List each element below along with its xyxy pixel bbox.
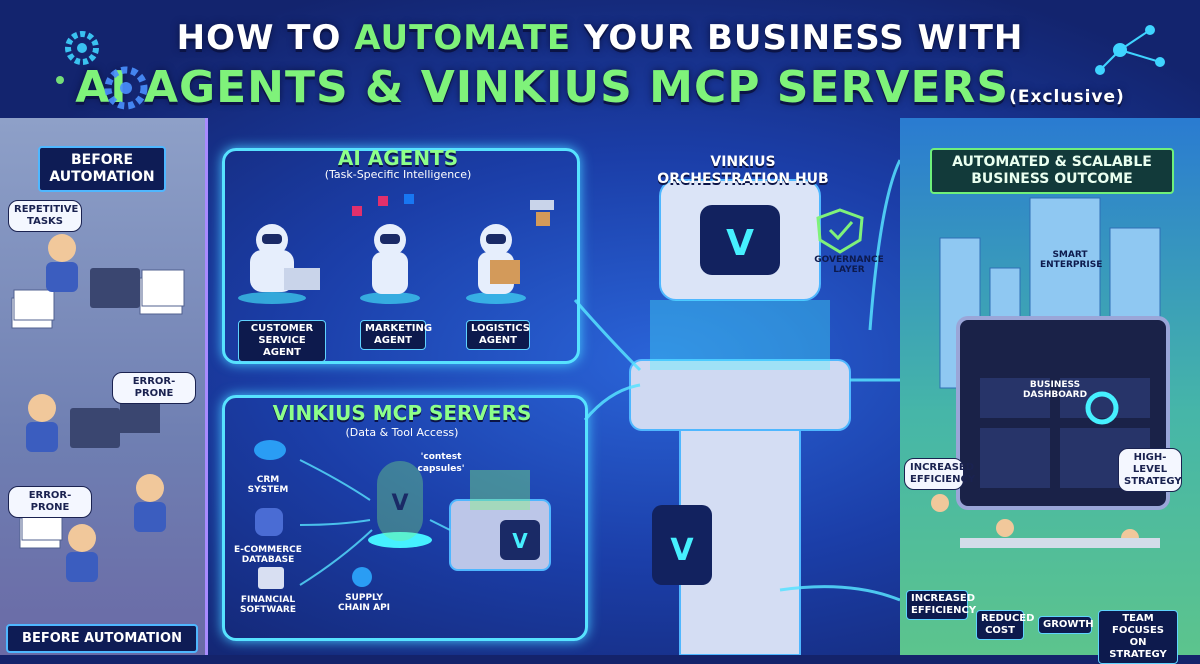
agent-label-customer-service: CUSTOMER SERVICE AGENT [238,320,326,362]
badge-increased-efficiency: INCREASED EFFICIENCY [906,590,976,620]
source-ecommerce: E-COMMERCE DATABASE [234,545,302,565]
financial-icon [258,567,284,589]
marketing-robot [352,194,420,304]
source-crm: CRM SYSTEM [247,475,289,495]
mcp-servers-subtitle: (Data & Tool Access) [345,426,459,439]
crm-cloud-icon [254,440,286,460]
svg-text:V: V [512,529,528,553]
note-high-level-strategy: HIGH-LEVEL STRATEGY [1118,448,1182,492]
capsule-icon: V [368,461,432,548]
data-flow-lines [299,459,451,586]
ai-agents-subtitle: (Task-Specific Intelligence) [324,168,472,181]
business-dashboard-label: BUSINESS DASHBOARD [1022,380,1088,400]
server-block-icon: V [449,470,551,571]
note-error-prone-2: ERROR-PRONE [8,486,92,518]
title-line-2: AI AGENTS & VINKIUS MCP SERVERS(Exclusiv… [0,62,1200,113]
logistics-robot [466,200,554,304]
outcome-header: AUTOMATED & SCALABLE BUSINESS OUTCOME [930,148,1174,194]
title-exclusive: (Exclusive) [1009,87,1125,107]
title-line-1: HOW TO AUTOMATE YOUR BUSINESS WITH [0,18,1200,58]
city-and-dashboard-illustration [931,197,1170,548]
badge-team-focuses-on-strategy: TEAM FOCUSES ON STRATEGY [1098,610,1178,664]
database-icon [255,508,283,536]
customer-service-robot [238,224,320,304]
note-error-prone-1: ERROR-PRONE [112,372,196,404]
hub-title: VINKIUS ORCHESTRATION HUB [657,154,829,187]
title-ai-agents: AI AGENTS & VINKIUS MCP SERVERS [75,62,1010,113]
ai-agents-frame [222,148,580,364]
before-automation-header: BEFORE AUTOMATION [38,146,166,192]
smart-enterprise-label: SMART ENTERPRISE [1040,250,1103,270]
title-word-how-to: HOW TO [176,18,342,58]
gear-icon [56,31,148,110]
badge-reduced-cost: REDUCED COST [976,610,1034,640]
hub-flow-arrows [573,159,902,602]
mcp-servers-title: VINKIUS MCP SERVERS [272,401,532,425]
source-financial: FINANCIAL SOFTWARE [240,595,296,615]
badge-growth: GROWTH [1038,616,1094,634]
title-word-automate: AUTOMATE [354,18,572,58]
mcp-servers-frame [222,395,588,641]
svg-text:V: V [670,533,694,568]
before-automation-footer: BEFORE AUTOMATION [6,624,198,653]
svg-text:V: V [726,223,754,264]
svg-text:V: V [391,491,408,516]
agent-label-logistics: LOGISTICS AGENT [466,320,530,350]
agent-label-marketing: MARKETING AGENT [360,320,432,350]
note-repetitive-tasks: REPETITIVE TASKS [8,200,82,232]
supply-chain-icon [352,567,372,587]
title-rest: YOUR BUSINESS WITH [584,18,1024,58]
hub-tower: V V [629,179,851,655]
ai-agents-title: AI AGENTS [337,146,459,170]
outcome-panel [900,118,1200,655]
governance-layer-label: GOVERNANCE LAYER [814,255,884,275]
shield-icon [816,208,864,254]
source-supply-chain: SUPPLY CHAIN API [337,593,391,613]
capsule-note: 'contest capsules' [417,452,465,474]
network-icon [1095,25,1165,75]
note-increased-efficiency: INCREASED EFFICIENCY [904,458,975,490]
